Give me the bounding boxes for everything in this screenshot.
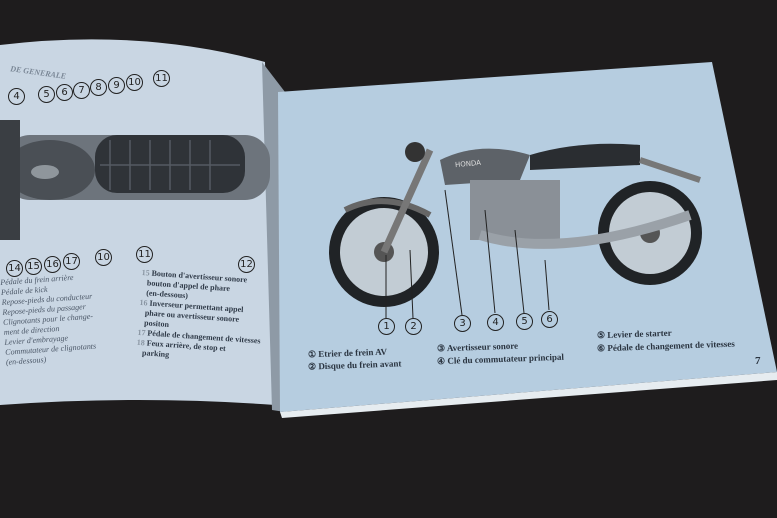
page-edge [280,372,777,418]
callout: 11 [136,246,153,263]
legend-text: Avertisseur sonore [446,340,519,354]
legend-number: ⑥ [596,343,606,354]
legend-text: Disque du frein avant [318,358,402,372]
legend-number: 17 [137,327,146,338]
callout: 8 [90,79,107,96]
legend-number: 15 [141,268,150,278]
callout: 2 [405,318,422,335]
left-legend-col1: Pédale du frein arrière Pédale de kick R… [0,272,97,368]
legend-number: ③ [436,343,446,354]
callout: 17 [63,253,80,270]
legend-number: 18 [136,337,146,348]
left-page [0,39,275,405]
callout: 4 [487,314,504,331]
callout: 4 [8,88,25,105]
legend-text: Etrier de frein AV [318,346,388,360]
legend-number: ① [307,349,317,360]
callout: 5 [38,86,55,103]
legend-number: ④ [436,355,446,367]
legend-number: ② [307,361,317,372]
callout: 10 [126,74,143,91]
callout: 14 [6,260,23,277]
legend-number: 16 [139,297,148,308]
left-legend-col2: 15 Bouton d'avertisseur sonore bouton d'… [136,268,272,367]
callout-leader-lines [385,189,550,319]
callout: 7 [73,82,90,99]
page-number: 7 [755,355,761,367]
legend-text: Levier de starter [607,327,672,340]
callout: 6 [56,84,73,101]
callout: 6 [541,311,558,328]
callout: 9 [108,77,125,94]
callout: 11 [153,70,170,87]
callout: 16 [44,256,61,273]
callout: 1 [378,318,395,335]
legend-text: positon [143,318,170,330]
callout: 5 [516,313,533,330]
legend-number: ⑤ [596,330,606,341]
legend-text: parking [141,348,170,360]
callout: 12 [238,256,255,273]
callout: 15 [25,258,42,275]
motorcycle-top-view [0,120,270,240]
callout: 3 [454,315,471,332]
callout: 10 [95,249,112,266]
motorcycle-side-view [329,142,702,307]
